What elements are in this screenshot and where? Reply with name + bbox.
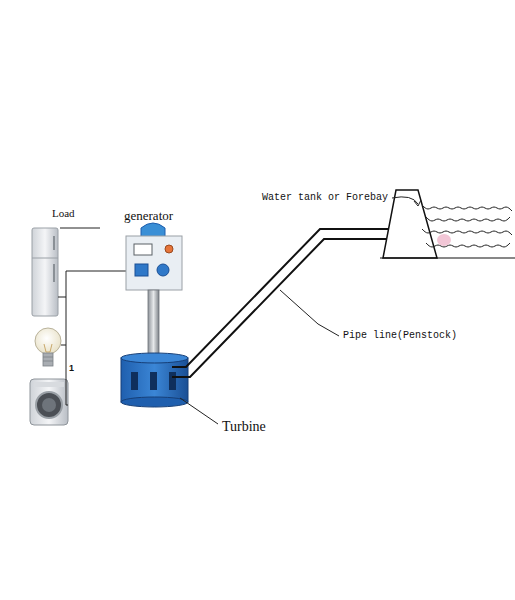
light-bulb-icon xyxy=(35,328,61,366)
turbine-unit xyxy=(121,353,188,407)
callout-label: generator xyxy=(124,209,173,224)
wave-line xyxy=(426,217,510,221)
callout-label: Turbine xyxy=(222,419,266,435)
generator-unit xyxy=(126,223,182,358)
washer-icon xyxy=(30,379,68,425)
callout-label: Water tank or Forebay xyxy=(262,192,388,204)
leader-line xyxy=(60,197,421,424)
forebay-tank xyxy=(380,190,515,258)
fish-blob xyxy=(437,234,451,246)
water-waves xyxy=(422,205,512,247)
wave-line xyxy=(422,205,512,211)
fridge-icon xyxy=(32,228,58,316)
callout-number: 1 xyxy=(69,363,74,373)
callout-label: Load xyxy=(52,207,75,220)
penstock-pipe xyxy=(172,229,388,377)
callout-label: Pipe line(Penstock) xyxy=(343,330,457,342)
wave-line xyxy=(422,229,512,235)
